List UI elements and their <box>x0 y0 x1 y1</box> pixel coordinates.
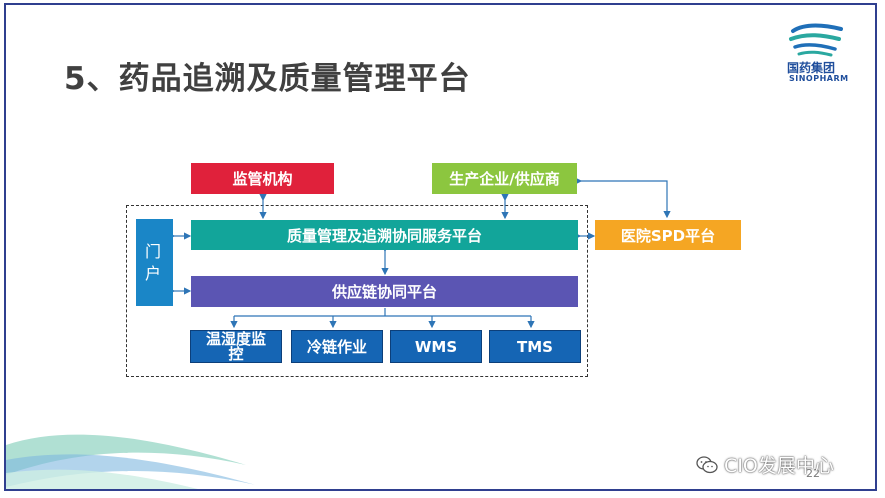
temp-humidity-monitor-box: 温湿度监控 <box>190 330 282 363</box>
logo-english-name: SINOPHARM <box>789 74 849 83</box>
cold-chain-box: 冷链作业 <box>291 330 383 363</box>
arrow-manufacturer-spd <box>575 177 671 219</box>
sinopharm-logo-icon <box>789 23 843 57</box>
sinopharm-logo: 国药集团 SINOPHARM <box>777 21 857 91</box>
regulator-box: 监管机构 <box>191 163 334 194</box>
slide: 5、药品追溯及质量管理平台 国药集团 SINOPHARM <box>4 3 877 491</box>
tms-box: TMS <box>489 330 581 363</box>
decorative-swoosh <box>6 434 256 489</box>
system-boundary <box>126 205 588 377</box>
hospital-spd-box: 医院SPD平台 <box>595 220 741 250</box>
slide-title: 5、药品追溯及质量管理平台 <box>64 61 471 97</box>
connector-arrows <box>168 177 671 329</box>
wechat-icon <box>696 455 718 473</box>
logo-chinese-name: 国药集团 <box>787 61 836 75</box>
watermark: CIO发展中心 <box>696 451 834 478</box>
manufacturer-supplier-box: 生产企业/供应商 <box>432 163 577 194</box>
supply-chain-platform-box: 供应链协同平台 <box>191 276 578 307</box>
portal-box: 门户 <box>136 219 173 306</box>
wms-box: WMS <box>390 330 482 363</box>
watermark-text: CIO发展中心 <box>724 455 834 477</box>
quality-traceability-platform-box: 质量管理及追溯协同服务平台 <box>191 220 578 250</box>
page-number: 22 <box>806 467 820 480</box>
